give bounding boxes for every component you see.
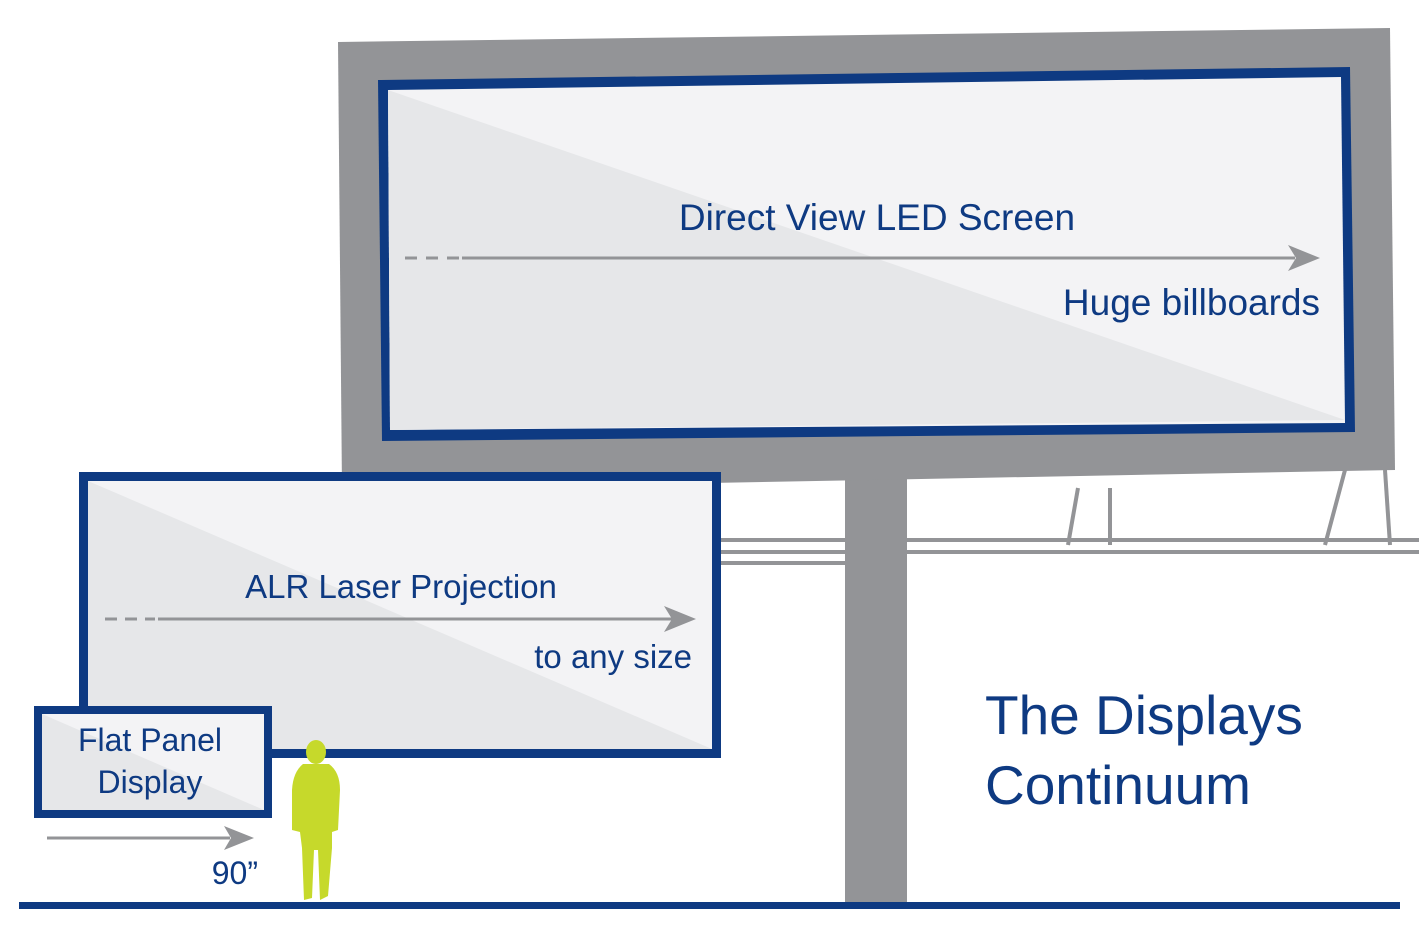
alr-size-arrow: [105, 606, 696, 632]
flat-panel-title-line1: Flat Panel: [78, 722, 222, 758]
billboard-post: [845, 470, 907, 906]
heading-line1: The Displays: [985, 684, 1303, 746]
ground-line: [19, 902, 1400, 909]
billboard-catwalk: [720, 469, 1419, 565]
alr-range-label: to any size: [534, 638, 692, 675]
flat-panel-range-label: 90”: [212, 855, 258, 891]
led-range-label: Huge billboards: [1063, 282, 1320, 323]
flat-panel-size-arrow: [47, 826, 254, 850]
heading-line2: Continuum: [985, 754, 1251, 816]
flat-panel-shade: [42, 714, 264, 810]
led-title: Direct View LED Screen: [679, 197, 1075, 238]
alr-title: ALR Laser Projection: [245, 568, 557, 605]
flat-panel-title-line2: Display: [98, 764, 203, 800]
alr-screen-shade: [88, 481, 712, 749]
led-screen-shade: [388, 90, 1345, 430]
person-silhouette-icon: [292, 740, 340, 900]
led-size-arrow: [405, 245, 1320, 271]
